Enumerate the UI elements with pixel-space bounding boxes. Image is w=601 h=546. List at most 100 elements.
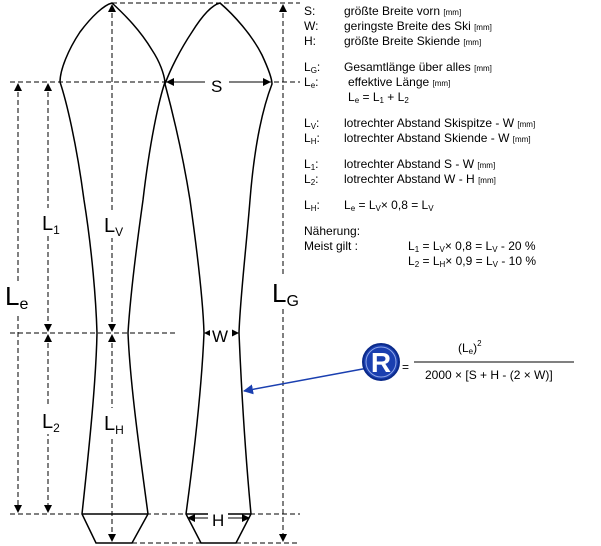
formula-LH2-b: = L (355, 198, 376, 212)
legend-unit-LV: [mm] (517, 120, 536, 129)
approx-f2-a: L (408, 254, 415, 268)
formula-Le-c-sub: 2 (404, 96, 409, 105)
legend-gap (304, 213, 600, 224)
legend-key-Le-sub: e (310, 81, 316, 90)
approx-f1-c-sub: V (492, 245, 498, 254)
legend-unit-S: [mm] (443, 8, 462, 17)
legend-desc-L1-text: lotrechter Abstand S - W (344, 157, 475, 171)
radius-denominator: 2000 × [S + H - (2 × W)] (425, 368, 553, 382)
legend-desc-LH: lotrechter Abstand Skiende - W [mm] (344, 131, 531, 147)
legend-key-W: W: (304, 19, 319, 33)
legend-gap (304, 187, 600, 198)
legend-formula-LH2: Le = LV× 0,8 = LV (344, 198, 434, 213)
approx-f2-c-sub: V (492, 260, 498, 269)
legend-desc-LG-text: Gesamtlänge über alles (344, 60, 471, 74)
approx-f1-d: - 20 % (497, 239, 536, 253)
legend-desc-LV-text: lotrechter Abstand Skispitze - W (344, 116, 515, 130)
legend-row-W: W: geringste Breite des Ski [mm] (304, 19, 600, 34)
formula-LH2-c-sub: V (428, 204, 434, 213)
label-Le-main: L (5, 281, 19, 311)
label-L2-sub: 2 (53, 421, 60, 435)
legend-row-LG: LG: Gesamtlänge über alles [mm] (304, 60, 600, 75)
legend-key-H: H: (304, 34, 316, 48)
legend-key-LG-sub: G (310, 66, 317, 75)
label-LV: LV (104, 215, 123, 239)
legend-desc-Le: effektive Länge [mm] (348, 75, 450, 91)
legend: S: größte Breite vorn [mm] W: geringste … (304, 4, 600, 269)
legend-key-LH: LH: (304, 131, 320, 146)
label-LV-bg (102, 210, 126, 238)
approx-f2-b: = L (419, 254, 440, 268)
legend-unit-H: [mm] (463, 38, 482, 47)
legend-row-L1: L1: lotrechter Abstand S - W [mm] (304, 157, 600, 172)
legend-desc-S-text: größte Breite vorn (344, 4, 441, 18)
label-S-bg (205, 74, 229, 94)
radius-badge (362, 343, 400, 381)
legend-row-LV: LV: lotrechter Abstand Skispitze - W [mm… (304, 116, 600, 131)
radius-numerator-close: ) (473, 341, 477, 355)
approx-f1-c: × 0,8 = L (444, 239, 493, 253)
legend-key-LV-colon: : (316, 116, 320, 130)
legend-unit-LG: [mm] (474, 64, 492, 73)
radius-badge-letter: R (371, 347, 391, 378)
legend-key-LV-L: L (304, 116, 311, 130)
legend-desc-H: größte Breite Skiende [mm] (344, 34, 481, 50)
approx-row-2: L2 = LH× 0,9 = LV - 10 % (304, 254, 600, 269)
radius-numerator-sup: 2 (477, 339, 482, 348)
label-L2-main: L (42, 411, 53, 433)
label-LH-bg (102, 408, 126, 436)
legend-desc-L1: lotrechter Abstand S - W [mm] (344, 157, 495, 173)
label-LV-sub: V (115, 225, 123, 239)
legend-key-L1-L: L (304, 157, 311, 171)
legend-key-LH2-colon: : (316, 198, 320, 212)
label-Le-sub: e (19, 296, 28, 313)
legend-key-Le-colon: : (315, 75, 319, 89)
approx-f1-a: L (408, 239, 415, 253)
legend-desc-LV: lotrechter Abstand Skispitze - W [mm] (344, 116, 535, 132)
radius-equals: = (402, 360, 409, 374)
legend-key-Le-L: L (304, 75, 311, 89)
label-L1-main: L (42, 213, 53, 235)
left-ski-outline (59, 2, 166, 544)
label-LV-main: L (104, 215, 115, 237)
legend-key-LV-sub: V (310, 122, 317, 131)
legend-key-L1-colon: : (315, 157, 319, 171)
legend-unit-L2: [mm] (478, 176, 496, 185)
radius-numerator-sub: e (469, 347, 474, 356)
label-L2-bg (40, 406, 62, 434)
legend-row-LH2: LH: Le = LV× 0,8 = LV (304, 198, 600, 213)
approx-formula-2: L2 = LH× 0,9 = LV - 10 % (408, 254, 536, 269)
legend-desc-LH-text: lotrechter Abstand Skiende - W (344, 131, 510, 145)
approx-f2-b-sub: H (439, 260, 446, 269)
legend-key-LH-colon: : (316, 131, 320, 145)
formula-Le-a: L (348, 90, 355, 104)
legend-key-LV: LV: (304, 116, 319, 131)
legend-formula-Le: Le = L1 + L2 (348, 90, 409, 105)
label-LG-bg (270, 277, 300, 309)
legend-row-L2: L2: lotrechter Abstand W - H [mm] (304, 172, 600, 187)
label-LG-main: L (272, 278, 286, 308)
label-L1-bg (40, 208, 62, 236)
label-LH: LH (104, 413, 124, 437)
label-Le-bg (4, 282, 34, 314)
legend-unit-L1: [mm] (477, 161, 496, 170)
label-W: W (212, 327, 228, 346)
label-LG-sub: G (286, 293, 298, 310)
legend-gap (304, 105, 600, 116)
label-W-bg (210, 326, 232, 344)
legend-key-LG: LG: (304, 60, 320, 75)
label-H-bg (208, 509, 228, 529)
legend-desc-W-text: geringste Breite des Ski (344, 19, 471, 33)
legend-key-S: S: (304, 4, 316, 18)
legend-desc-LG: Gesamtlänge über alles [mm] (344, 60, 492, 76)
formula-Le-a-sub: e (354, 96, 360, 105)
legend-desc-Le-text: effektive Länge (348, 75, 430, 89)
label-L1: L1 (42, 213, 60, 237)
legend-key-L2-colon: : (315, 172, 319, 186)
approx-title-row: Näherung: (304, 224, 600, 239)
legend-key-LH2: LH: (304, 198, 320, 213)
legend-desc-L2: lotrechter Abstand W - H [mm] (344, 172, 496, 188)
legend-key-LH-L: L (304, 131, 311, 145)
legend-row-LH: LH: lotrechter Abstand Skiende - W [mm] (304, 131, 600, 146)
